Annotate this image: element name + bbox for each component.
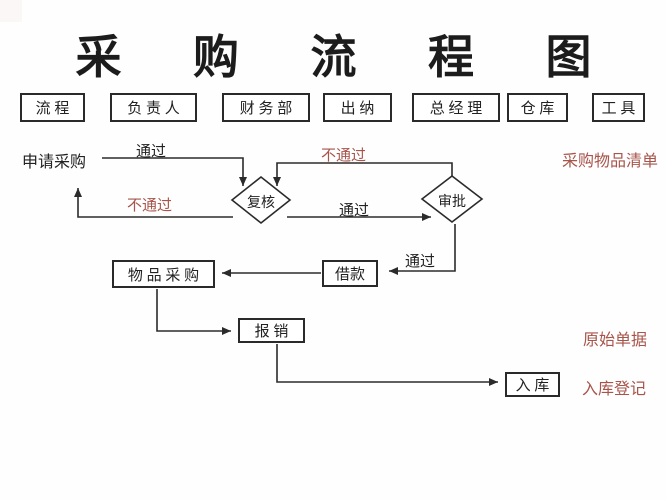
edge-apply-to-review xyxy=(102,157,247,186)
edge-approve-fail-to-review xyxy=(273,162,453,186)
header-box-warehouse: 仓 库 xyxy=(507,93,568,122)
node-approve-label: 审批 xyxy=(438,195,466,210)
header-box-cashier: 出 纳 xyxy=(323,93,392,122)
review-diamond xyxy=(230,175,292,225)
edge-label-approve-fail: 不通过 xyxy=(321,148,367,164)
node-label: 入 库 xyxy=(515,378,550,394)
annotation-purchase-list: 采购物品清单 xyxy=(562,153,659,170)
annotation-warehouse-register: 入库登记 xyxy=(582,381,647,398)
edge-label-review-pass: 通过 xyxy=(339,203,370,219)
node-purchase-items: 物 品 采 购 xyxy=(112,260,215,288)
edge-reimburse-to-warehouse xyxy=(276,344,498,386)
header-box-process: 流 程 xyxy=(20,93,85,122)
header-label: 负 责 人 xyxy=(127,101,180,117)
header-box-owner: 负 责 人 xyxy=(110,93,197,122)
edge-label-apply-pass: 通过 xyxy=(136,144,167,160)
edge-review-fail-to-apply xyxy=(74,188,233,218)
header-box-tools: 工 具 xyxy=(592,93,645,122)
approve-diamond xyxy=(420,174,484,224)
header-box-finance: 财 务 部 xyxy=(222,93,310,122)
edge-approve-to-loan xyxy=(389,224,456,275)
page-title: 采 购 流 程 图 xyxy=(75,32,622,83)
edge-purchase-to-reimburse xyxy=(156,289,231,335)
header-label: 财 务 部 xyxy=(239,101,293,117)
edge-label-approve-pass: 通过 xyxy=(405,254,436,270)
header-label: 出 纳 xyxy=(340,101,375,117)
header-box-manager: 总 经 理 xyxy=(412,93,500,122)
node-review-label: 复核 xyxy=(247,196,275,211)
annotation-original-receipts: 原始单据 xyxy=(583,332,648,349)
header-label: 总 经 理 xyxy=(429,101,483,117)
node-label: 报 销 xyxy=(254,324,289,340)
node-apply-purchase: 申请采购 xyxy=(22,154,87,171)
node-loan: 借款 xyxy=(322,260,378,287)
header-label: 流 程 xyxy=(35,101,70,117)
node-label: 借款 xyxy=(334,267,365,283)
header-label: 工 具 xyxy=(601,101,636,117)
corner-mark xyxy=(0,0,22,22)
node-reimburse: 报 销 xyxy=(238,318,305,343)
edge-label-review-fail: 不通过 xyxy=(127,198,173,214)
node-label: 物 品 采 购 xyxy=(127,267,200,284)
node-warehouse-in: 入 库 xyxy=(505,372,560,397)
header-label: 仓 库 xyxy=(520,101,555,117)
